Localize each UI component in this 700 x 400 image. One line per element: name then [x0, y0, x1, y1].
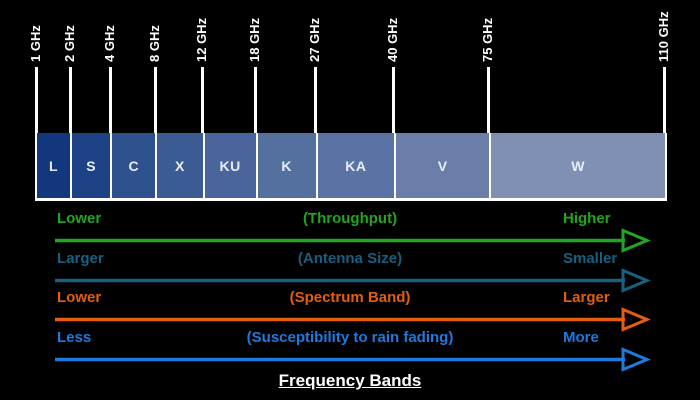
band-label: C — [128, 157, 140, 174]
arrow-row: Lower (Spectrum Band) Larger — [0, 285, 700, 332]
diagram-title: Frequency Bands — [278, 371, 422, 390]
arrow-left-label: Lower — [57, 289, 102, 306]
tick-line — [662, 67, 666, 133]
band-cell: V — [394, 133, 490, 198]
band-cell: X — [155, 133, 203, 198]
band-cell: W — [489, 133, 667, 198]
band-label: X — [175, 157, 185, 174]
frequency-label: 8 GHz — [147, 25, 162, 62]
frequency-label: 2 GHz — [62, 25, 77, 62]
arrowhead-icon — [621, 307, 651, 332]
tick-line — [34, 67, 38, 133]
frequency-label: 4 GHz — [102, 25, 117, 62]
band-label: K — [281, 157, 293, 174]
band-cell: K — [255, 133, 316, 198]
arrow-right-label: Higher — [563, 210, 611, 227]
arrow-center-label: (Throughput) — [302, 210, 398, 227]
arrow-center-label: (Susceptibility to rain fading) — [246, 328, 454, 346]
tick-line — [68, 67, 72, 133]
frequency-label: 75 GHz — [480, 17, 495, 62]
band-label: L — [49, 157, 59, 174]
arrow-row: Larger (Antenna Size) Smaller — [0, 246, 700, 293]
band-cell: S — [70, 133, 111, 198]
arrow-line — [55, 307, 651, 332]
frequency-label: 1 GHz — [28, 25, 43, 62]
tick-line — [313, 67, 317, 133]
arrow-line — [55, 346, 651, 372]
band-cell: C — [110, 133, 156, 198]
tick-line — [108, 67, 112, 133]
frequency-label: 40 GHz — [385, 17, 400, 62]
band-label: V — [437, 157, 448, 174]
arrow-center-label: (Spectrum Band) — [289, 289, 411, 306]
arrow-line — [55, 267, 651, 293]
band-label: KU — [219, 157, 241, 174]
frequency-label: 27 GHz — [307, 17, 322, 62]
tick-line — [391, 67, 395, 133]
band-label: S — [86, 157, 97, 174]
tick-line — [486, 67, 490, 133]
tick-line — [253, 67, 257, 133]
arrow-center-label: (Antenna Size) — [297, 249, 403, 267]
band-label: KA — [345, 157, 367, 174]
arrowhead-icon — [621, 267, 651, 293]
frequency-label: 110 GHz — [656, 11, 671, 62]
band-cell: KU — [202, 133, 256, 198]
arrow-right-label: More — [563, 328, 599, 346]
arrow-right-label: Larger — [563, 289, 610, 306]
tick-line — [200, 67, 204, 133]
arrow-right-label: Smaller — [563, 249, 618, 267]
band-cell: L — [35, 133, 71, 198]
tick-line — [153, 67, 157, 133]
arrowhead-icon — [621, 228, 651, 253]
band-cell: KA — [315, 133, 395, 198]
frequency-label: 12 GHz — [194, 17, 209, 62]
arrow-left-label: Larger — [57, 249, 104, 267]
arrow-row: Lower (Throughput) Higher — [0, 206, 700, 253]
frequency-label: 18 GHz — [247, 17, 262, 62]
arrow-line — [55, 228, 651, 253]
arrow-row: Less (Susceptibility to rain fading) More — [0, 325, 700, 372]
band-strip: L S C X KU K KA V W — [35, 133, 667, 201]
arrow-left-label: Lower — [57, 210, 102, 227]
band-label: W — [571, 157, 585, 174]
arrow-left-label: Less — [57, 328, 92, 346]
arrowhead-icon — [621, 346, 651, 372]
